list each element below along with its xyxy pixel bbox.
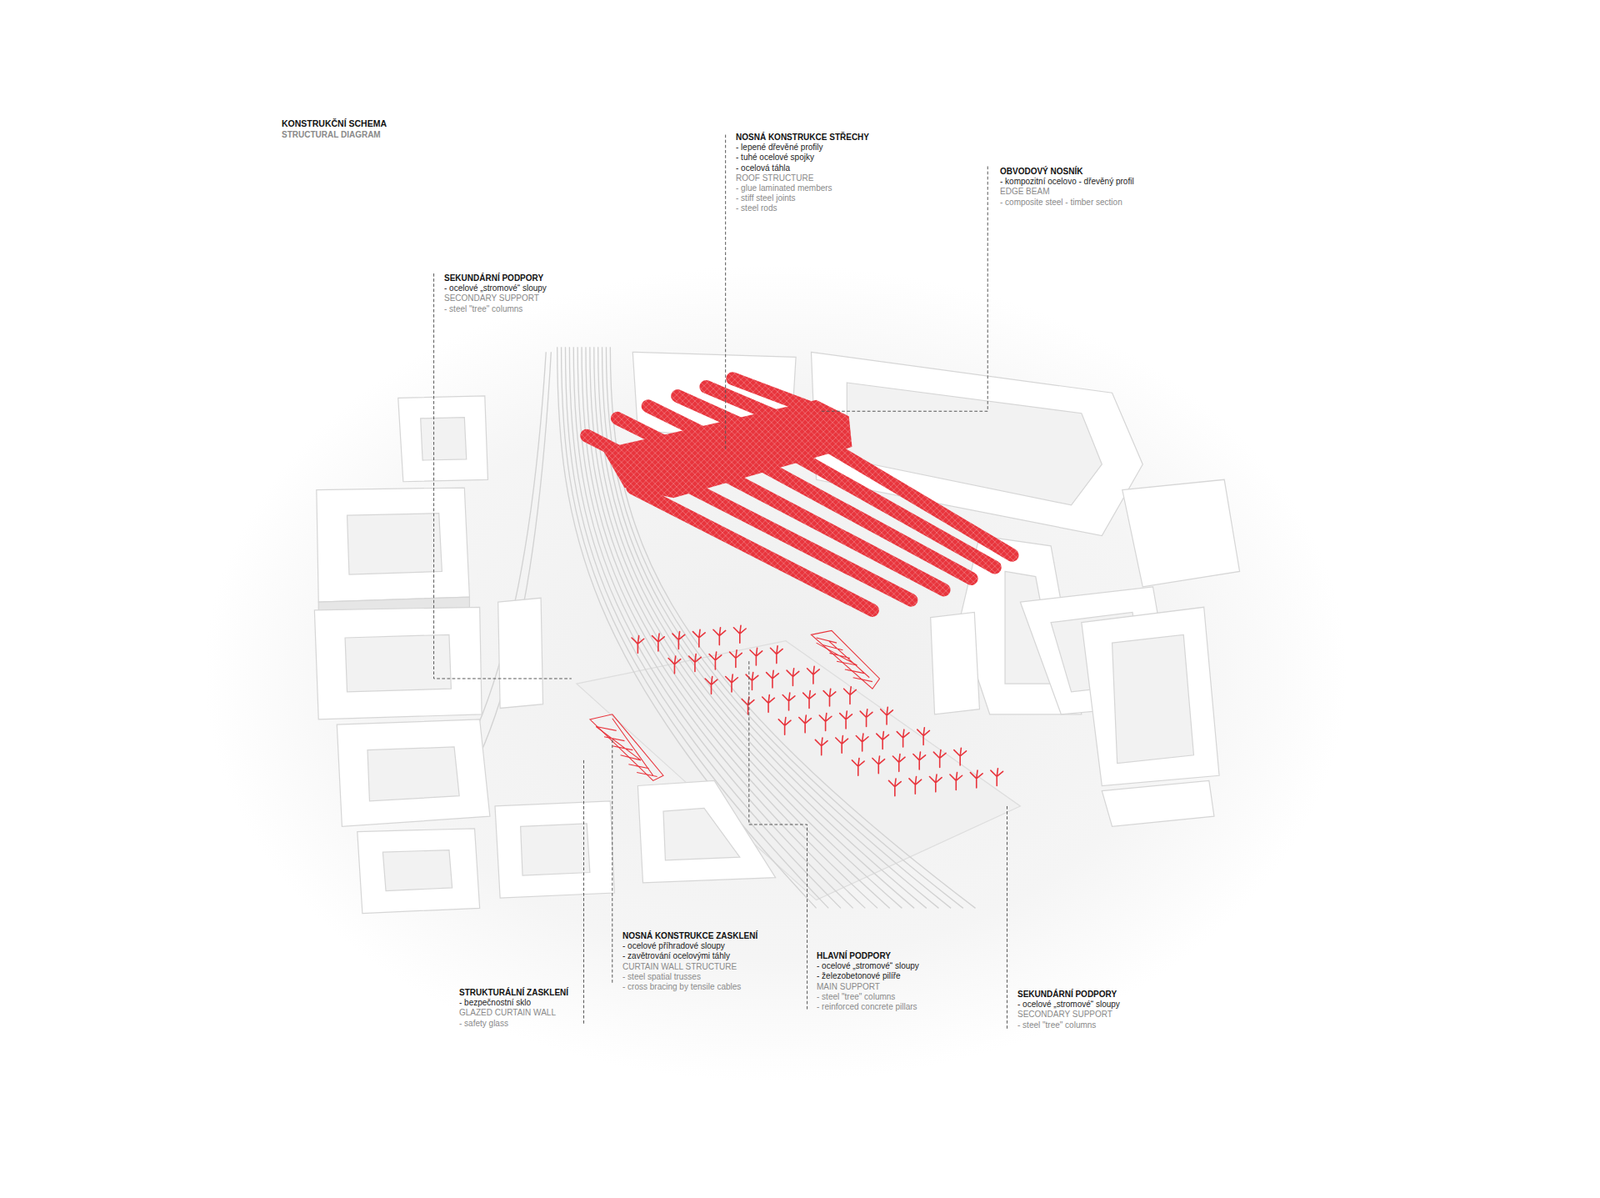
- callout-line: STRUCTURAL DIAGRAM: [281, 130, 381, 140]
- callout-line: - safety glass: [459, 1018, 569, 1029]
- callout-line: - lepené dřevěné profily: [735, 142, 870, 153]
- callout-group: HLAVNÍ PODPORY- ocelové „stromové“ sloup…: [816, 950, 920, 1012]
- callout-line: SECONDARY SUPPORT: [1017, 1009, 1120, 1020]
- callout-line: CURTAIN WALL STRUCTURE: [622, 961, 758, 972]
- callout-heading: NOSNÁ KONSTRUKCE ZASKLENÍ: [622, 930, 758, 941]
- callout-group: NOSNÁ KONSTRUKCE STŘECHY- lepené dřevěné…: [735, 132, 870, 215]
- diagram-title: KONSTRUKČNÍ SCHEMA: [281, 118, 387, 129]
- callout-line: - ocelové „stromové“ sloupy: [444, 283, 547, 294]
- callout-group: STRUKTURÁLNÍ ZASKLENÍ- bezpečnostní sklo…: [459, 987, 569, 1029]
- callout-line: - kompozitní ocelovo - dřevěný profil: [1000, 176, 1135, 187]
- callout-line: - tuhé ocelové spojky: [735, 152, 870, 163]
- callout-line: - ocelové „stromové“ sloupy: [816, 960, 920, 971]
- callout-line: - steel "tree" columns: [1017, 1020, 1120, 1030]
- callout-group: SEKUNDÁRNÍ PODPORY- ocelové „stromové“ s…: [1017, 989, 1120, 1030]
- callout-heading: HLAVNÍ PODPORY: [816, 950, 920, 961]
- callout-line: - ocelové příhradové sloupy: [622, 940, 758, 951]
- callout-group: STRUCTURAL DIAGRAM: [281, 130, 381, 140]
- callout-line: - composite steel - timber section: [1000, 197, 1135, 208]
- callout-heading: NOSNÁ KONSTRUKCE STŘECHY: [735, 132, 870, 143]
- callout-group: NOSNÁ KONSTRUKCE ZASKLENÍ- ocelové příhr…: [622, 930, 758, 992]
- callout-heading: SEKUNDÁRNÍ PODPORY: [1017, 989, 1120, 1000]
- callout-line: EDGE BEAM: [1000, 186, 1135, 197]
- callout-line: - ocelové „stromové“ sloupy: [1017, 999, 1120, 1010]
- callout-group: OBVODOVÝ NOSNÍK- kompozitní ocelovo - dř…: [1000, 166, 1135, 208]
- callout-line: - steel rods: [735, 203, 870, 214]
- callout-line: SECONDARY SUPPORT: [444, 293, 547, 304]
- callout-line: - železobetonové pilíře: [816, 970, 920, 981]
- callout-line: - zavětrování ocelovými táhly: [622, 950, 758, 961]
- callout-line: - stiff steel joints: [735, 193, 870, 204]
- callout-line: - reinforced concrete pillars: [816, 1001, 920, 1012]
- callout-line: - bezpečnostní sklo: [459, 997, 569, 1008]
- callout-line: ROOF STRUCTURE: [735, 173, 870, 184]
- callout-line: - steel "tree" columns: [816, 991, 920, 1002]
- callout-heading: OBVODOVÝ NOSNÍK: [1000, 166, 1135, 177]
- callout-line: - steel "tree" columns: [444, 304, 547, 315]
- callout-line: GLAZED CURTAIN WALL: [459, 1007, 569, 1018]
- callout-heading: SEKUNDÁRNÍ PODPORY: [444, 273, 547, 284]
- callout-line: MAIN SUPPORT: [816, 981, 920, 992]
- leader-lines: [434, 135, 1008, 1031]
- callout-line: - steel spatial trusses: [622, 971, 758, 982]
- callout-line: - ocelová táhla: [735, 163, 870, 174]
- callout-group: SEKUNDÁRNÍ PODPORY- ocelové „stromové“ s…: [444, 273, 547, 315]
- callout-line: - glue laminated members: [735, 183, 870, 194]
- callout-line: - cross bracing by tensile cables: [622, 981, 758, 992]
- callout-heading: STRUKTURÁLNÍ ZASKLENÍ: [459, 987, 569, 998]
